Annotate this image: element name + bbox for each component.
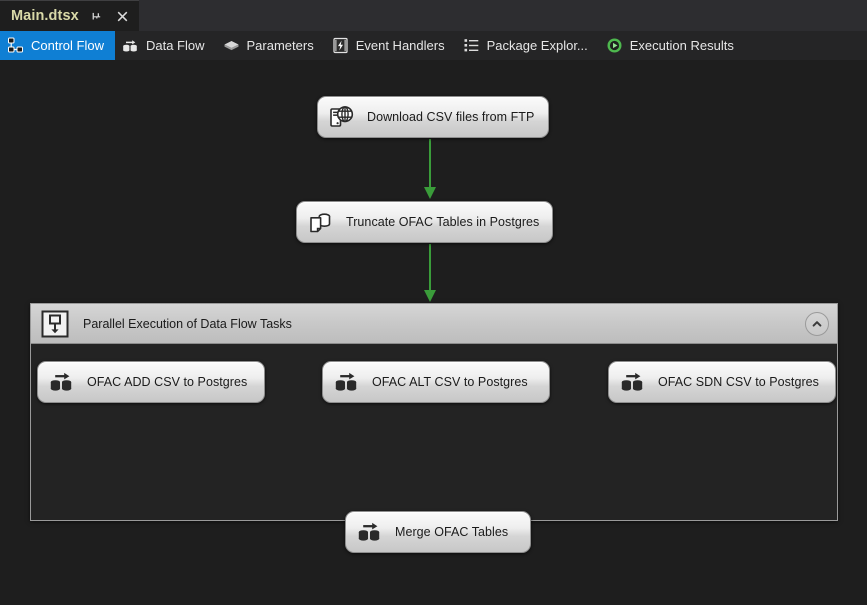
tab-data-flow[interactable]: Data Flow [115,31,216,60]
task-node-truncate-label: Truncate OFAC Tables in Postgres [346,215,540,229]
tab-execution-results[interactable]: Execution Results [599,31,745,60]
tab-execution-results-label: Execution Results [629,38,734,53]
tab-event-handlers-label: Event Handlers [355,38,445,53]
tab-parameters-label: Parameters [246,38,314,53]
sequence-container-title: Parallel Execution of Data Flow Tasks [83,316,292,331]
document-tab-title: Main.dtsx [11,8,79,24]
task-node-ofac-alt-label: OFAC ALT CSV to Postgres [372,375,528,389]
task-node-truncate[interactable]: Truncate OFAC Tables in Postgres [296,201,553,243]
ftp-task-icon [327,103,355,131]
control-flow-canvas[interactable]: Download CSV files from FTP Truncate OFA… [0,60,867,605]
data-flow-task-icon [618,368,646,396]
execute-sql-task-icon [306,208,334,236]
tab-parameters[interactable]: Parameters [216,31,325,60]
tab-data-flow-label: Data Flow [145,38,205,53]
event-handlers-icon [332,37,349,54]
data-flow-icon [122,37,139,54]
tab-control-flow[interactable]: Control Flow [0,31,115,60]
task-node-ftp-label: Download CSV files from FTP [367,110,535,124]
document-tab-strip: Main.dtsx [0,0,867,31]
designer-tab-bar: Control Flow Data Flow Parameters [0,31,867,61]
chevron-up-icon[interactable] [805,311,829,336]
tab-package-explorer-label: Package Explor... [486,38,588,53]
tab-control-flow-label: Control Flow [31,38,104,53]
task-node-ofac-sdn-label: OFAC SDN CSV to Postgres [658,375,819,389]
task-node-ofac-add[interactable]: OFAC ADD CSV to Postgres [37,361,265,403]
execution-results-icon [606,37,623,54]
task-node-ofac-alt[interactable]: OFAC ALT CSV to Postgres [322,361,550,403]
data-flow-task-icon [332,368,360,396]
task-node-merge[interactable]: Merge OFAC Tables [345,511,531,553]
task-node-ofac-sdn[interactable]: OFAC SDN CSV to Postgres [608,361,836,403]
task-node-ofac-add-label: OFAC ADD CSV to Postgres [87,375,248,389]
package-explorer-icon [463,37,480,54]
sequence-container-body: OFAC ADD CSV to Postgres OFAC ALT [31,344,837,521]
sequence-container-icon [40,309,70,339]
data-flow-task-icon [355,518,383,546]
tab-package-explorer[interactable]: Package Explor... [456,31,599,60]
sequence-container-header[interactable]: Parallel Execution of Data Flow Tasks [31,304,837,344]
control-flow-icon [7,37,24,54]
task-node-merge-label: Merge OFAC Tables [395,525,509,539]
pin-icon[interactable] [88,8,105,25]
sequence-container[interactable]: Parallel Execution of Data Flow Tasks [30,303,838,521]
close-icon[interactable] [114,8,131,25]
data-flow-task-icon [47,368,75,396]
tab-event-handlers[interactable]: Event Handlers [325,31,456,60]
task-node-ftp[interactable]: Download CSV files from FTP [317,96,549,138]
document-tab-main-dtsx[interactable]: Main.dtsx [0,0,139,31]
parameters-icon [223,37,240,54]
